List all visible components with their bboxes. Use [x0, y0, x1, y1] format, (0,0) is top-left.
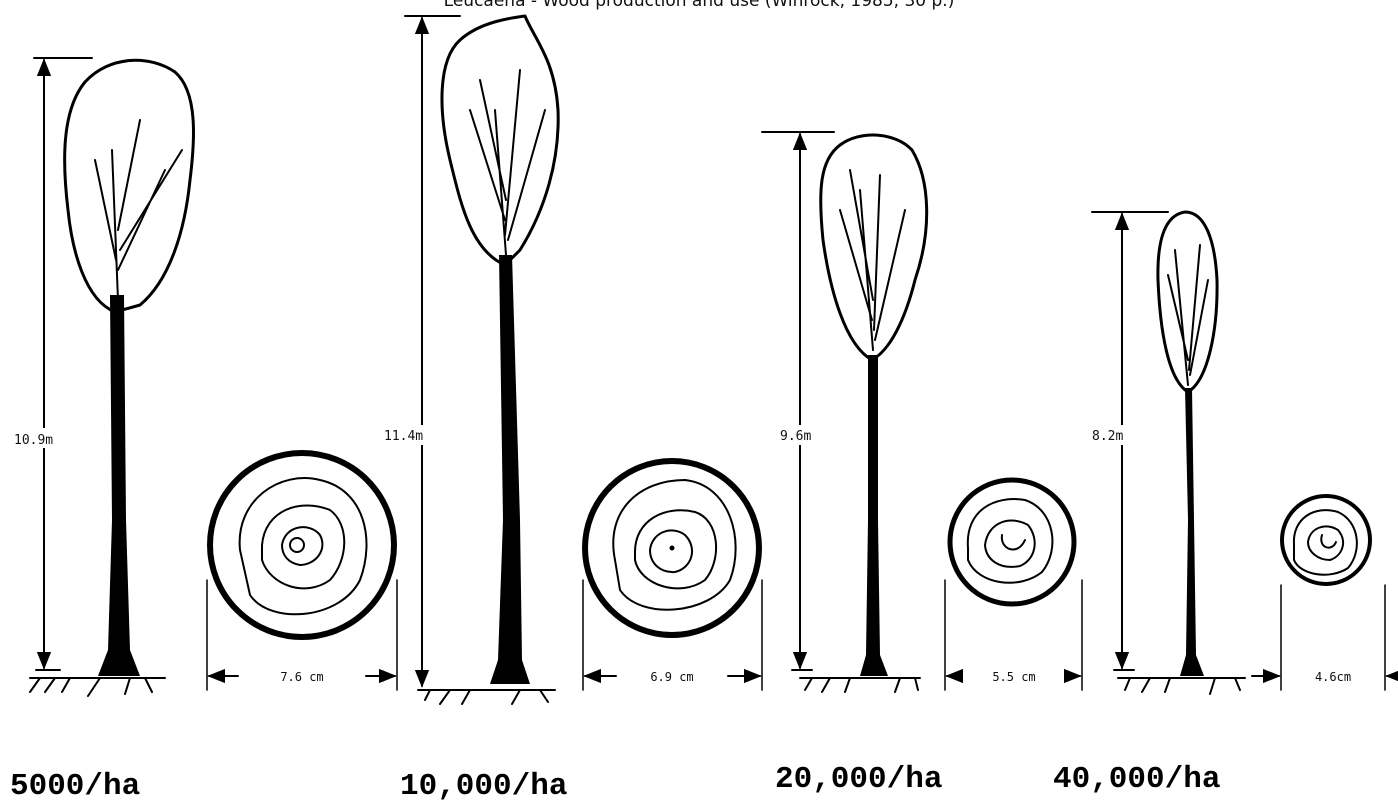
trunk-cross-section-3 [950, 480, 1074, 604]
trunk-cross-section-4 [1282, 496, 1370, 584]
tree-1 [30, 60, 194, 696]
height-dimension-tree3 [762, 132, 834, 670]
height-dimension-tree2 [405, 16, 460, 686]
diameter-label-1: 7.6 cm [280, 670, 323, 684]
tree-group-20000: 9.6m 5.5 cm 20,000/ha [762, 132, 1082, 797]
trunk-tree3 [860, 355, 888, 676]
height-label-tree1: 10.9m [14, 433, 53, 448]
tree-3 [800, 135, 927, 692]
tree-group-10000: 11.4m 6.9 cm 10,000/ha [382, 16, 762, 803]
diameter-label-3: 5.5 cm [992, 670, 1035, 684]
height-label-tree2: 11.4m [384, 429, 423, 444]
diameter-label-4: 4.6cm [1315, 670, 1351, 684]
tree-2 [418, 16, 558, 704]
height-label-tree3: 9.6m [780, 429, 811, 444]
tree-4 [1118, 212, 1245, 694]
diameter-label-2: 6.9 cm [650, 670, 693, 684]
trunk-tree1 [98, 295, 140, 676]
trunk-cross-section-1 [210, 453, 394, 637]
trunk-tree2 [490, 255, 530, 684]
tree-group-5000: 10.9m 7.6 cm 5000/ha [10, 58, 397, 803]
height-label-tree4: 8.2m [1092, 429, 1123, 444]
tree-group-40000: 8.2m 4.6cm 40,000/ha [1053, 212, 1397, 797]
height-dimension-tree1 [34, 58, 92, 670]
density-label-1: 5000/ha [10, 769, 140, 803]
trunk-cross-section-2 [585, 461, 759, 635]
density-label-2: 10,000/ha [400, 769, 567, 803]
density-label-3: 20,000/ha [775, 762, 942, 797]
density-label-4: 40,000/ha [1053, 762, 1220, 797]
trunk-tree4 [1180, 388, 1204, 676]
